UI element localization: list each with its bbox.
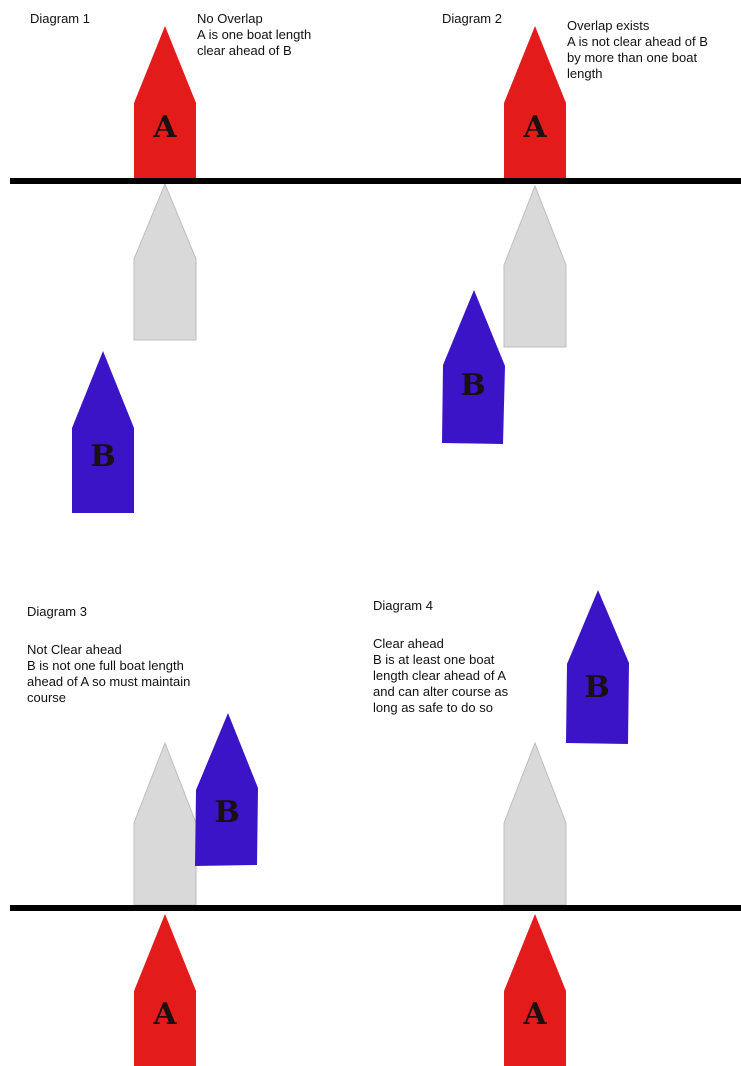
diagram1-ghost-boat [134, 184, 196, 340]
diagram4-boat-a-label: A [522, 997, 547, 1032]
diagram1-boat-b-label: B [90, 439, 115, 474]
diagram3-boat-a: A [134, 914, 196, 1066]
diagram2-ghost-boat [504, 186, 566, 347]
diagram2-boat-a-label: A [522, 110, 547, 145]
diagram3-ghost-boat [134, 743, 196, 905]
diagram4-boat-b-label: B [584, 670, 609, 705]
diagram1-boat-a: A [134, 26, 196, 181]
diagram1-boat-b: B [72, 351, 134, 513]
top-reference-line [10, 178, 741, 184]
diagram4-boat-b: B [566, 590, 629, 744]
diagram2-boat-a: A [504, 26, 566, 181]
diagram3-boat-b-label: B [214, 795, 239, 830]
diagram1-boat-a-label: A [152, 110, 177, 145]
diagram3-boat-a-label: A [152, 997, 177, 1032]
diagram4-ghost-boat [504, 743, 566, 905]
diagram3-boat-b: B [195, 713, 258, 866]
bottom-reference-line [10, 905, 741, 911]
diagram2-boat-b: B [442, 290, 505, 444]
diagram4-boat-a: A [504, 914, 566, 1066]
diagram2-boat-b-label: B [460, 368, 485, 403]
